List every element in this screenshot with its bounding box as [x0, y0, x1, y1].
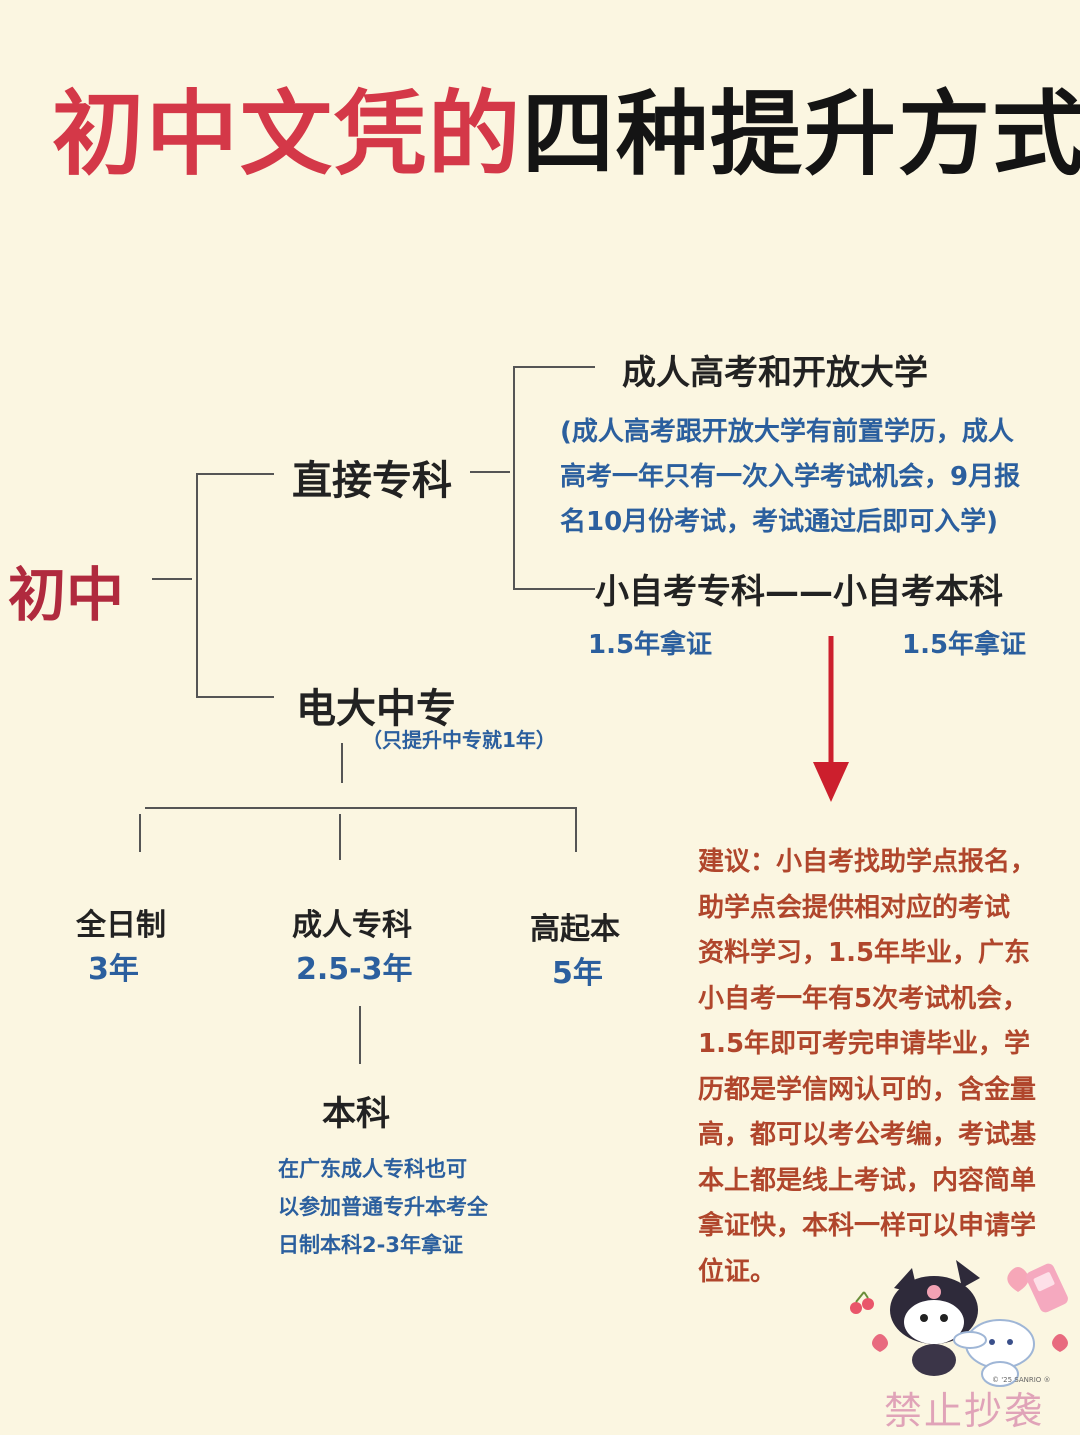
xiaozikao-benke-time: 1.5年拿证	[902, 630, 1027, 660]
node-dianda-zhongzhuan: 电大中专	[296, 686, 456, 732]
title-highlight: 初中文凭的	[52, 81, 523, 188]
benke-note-line: 在广东成人专科也可	[278, 1157, 467, 1181]
advice-line: 位证。	[698, 1256, 777, 1287]
kuromi-sticker-image: © '25 SANRIO ®	[850, 1260, 1068, 1387]
quanrizhi-time: 3年	[88, 952, 139, 987]
connector-right-tick	[575, 807, 577, 852]
connector-left-tick	[139, 814, 141, 852]
sticker-copyright: © '25 SANRIO ®	[992, 1376, 1051, 1384]
connector-mid-tick	[339, 814, 341, 860]
connector-to-xiaozikao	[513, 588, 595, 590]
advice-line: 资料学习，1.5年毕业，广东	[698, 938, 1031, 968]
advice-line: 建议：小自考找助学点报名，	[698, 847, 1037, 877]
connector-to-dianda	[196, 696, 274, 698]
benke-note: 在广东成人专科也可 以参加普通专升本考全 日制本科2-3年拿证	[278, 1150, 488, 1264]
watermark-text: 禁止抄袭	[884, 1389, 1045, 1433]
chengkao-note-line: 名10月份考试，考试通过后即可入学)	[560, 507, 999, 537]
advice-line: 助学点会提供相对应的考试	[698, 892, 1011, 923]
advice-line: 拿证快，本科一样可以申请学	[698, 1211, 1037, 1241]
benke-note-line: 日制本科2-3年拿证	[278, 1233, 463, 1257]
root-node-chuzhong: 初中	[8, 561, 125, 629]
chengkao-note-line: 高考一年只有一次入学考试机会，9月报	[560, 462, 1021, 492]
connector-root-vertical	[196, 473, 198, 698]
benke-note-line: 以参加普通专升本考全	[278, 1195, 488, 1219]
gaoqiben-time: 5年	[552, 956, 603, 991]
connector-direct-vertical	[513, 366, 515, 590]
node-benke: 本科	[322, 1094, 390, 1134]
page-title: 初中文凭的四种提升方式	[52, 82, 1080, 188]
advice-line: 小自考一年有5次考试机会，	[698, 983, 1029, 1014]
connector-to-direct	[196, 473, 274, 475]
connector-dianda-horizontal	[145, 807, 577, 809]
chengren-zhuanke-time: 2.5-3年	[296, 952, 413, 987]
chengkao-note: (成人高考跟开放大学有前置学历，成人 高考一年只有一次入学考试机会，9月报 名1…	[560, 410, 1020, 545]
node-gaoqiben: 高起本	[530, 912, 620, 947]
dianda-note: （只提升中专就1年）	[362, 728, 556, 752]
xiaozikao-zhuanke-time: 1.5年拿证	[588, 630, 713, 660]
node-quanrizhi: 全日制	[76, 908, 166, 943]
arrow-down-icon	[813, 636, 849, 802]
advice-line: 高，都可以考公考编，考试基	[698, 1120, 1037, 1150]
connector-to-chengkao	[513, 366, 595, 368]
node-direct-zhuanke: 直接专科	[292, 458, 452, 504]
connector-direct-right	[470, 471, 510, 473]
node-chengkao-kaifang: 成人高考和开放大学	[622, 353, 928, 393]
advice-line: 历都是学信网认可的，含金量	[698, 1074, 1037, 1105]
advice-line: 1.5年即可考完申请毕业，学	[698, 1029, 1031, 1059]
connector-root	[152, 578, 192, 580]
title-rest: 四种提升方式	[522, 81, 1080, 188]
node-chengren-zhuanke: 成人专科	[292, 908, 412, 943]
advice-line: 本上都是线上考试，内容简单	[698, 1165, 1037, 1196]
chengkao-note-line: (成人高考跟开放大学有前置学历，成人	[560, 417, 1014, 447]
connector-to-benke	[359, 1006, 361, 1064]
advice-text: 建议：小自考找助学点报名， 助学点会提供相对应的考试 资料学习，1.5年毕业，广…	[698, 840, 1036, 1295]
connector-dianda-down	[341, 743, 343, 783]
node-xiaozikao: 小自考专科——小自考本科	[595, 572, 1003, 612]
